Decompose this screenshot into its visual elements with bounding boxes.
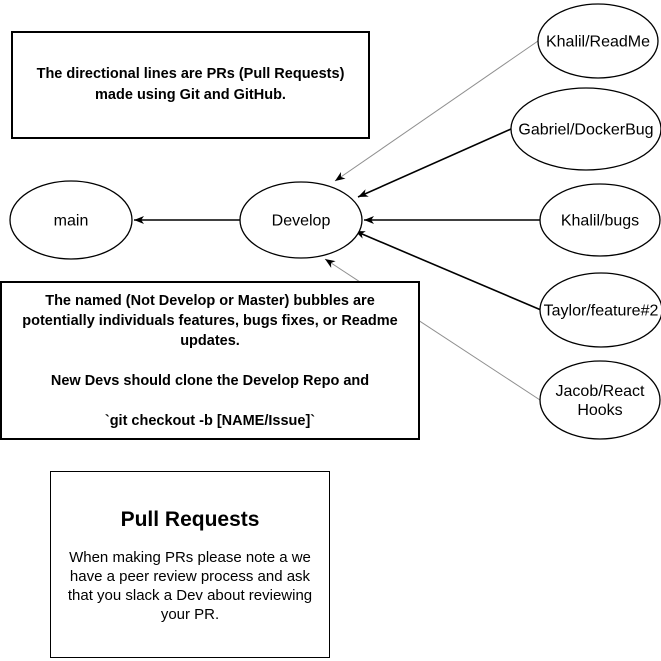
note-branch-explanation-text: The named (Not Develop or Master) bubble…	[22, 291, 398, 431]
node-label-taylor-feature2: Taylor/feature#2	[544, 303, 659, 320]
node-label-khalil-readme: Khalil/ReadMe	[546, 34, 650, 51]
note-pull-requests-title: Pull Requests	[120, 508, 260, 531]
text-line: your PR.	[160, 606, 220, 623]
text-line	[22, 391, 398, 411]
edge-khalil-readme-to-develop	[334, 40, 539, 182]
note-branch-explanation: The named (Not Develop or Master) bubble…	[0, 281, 420, 440]
node-jacob-react-hooks	[539, 360, 661, 440]
text-line: updates.	[180, 332, 240, 349]
text-line: have a peer review process and ask	[69, 568, 311, 585]
node-label-khalil-bugs: Khalil/bugs	[561, 213, 639, 230]
node-label-gabriel-dockerbug: Gabriel/DockerBug	[518, 122, 653, 139]
note-pull-requests: Pull Requests When making PRs please not…	[50, 471, 330, 658]
node-main	[9, 180, 133, 260]
text-line: New Devs should clone the Develop Repo a…	[50, 372, 370, 389]
text-line: When making PRs please note a we	[69, 549, 311, 566]
text-line: made using Git and GitHub.	[95, 87, 286, 103]
text-line: potentially individuals features, bugs f…	[22, 312, 398, 329]
text-line: `git checkout -b [NAME/Issue]`	[104, 412, 316, 429]
note-pr-explanation: The directional lines are PRs (Pull Requ…	[11, 31, 370, 139]
edge-gabriel-dockerbug-to-develop	[357, 128, 512, 198]
note-pull-requests-body: When making PRs please note a we have a p…	[51, 548, 329, 624]
note-pr-explanation-text: The directional lines are PRs (Pull Requ…	[37, 64, 345, 106]
text-line	[22, 351, 398, 371]
node-label-develop: Develop	[272, 213, 331, 230]
node-taylor-feature2	[539, 272, 661, 348]
text-line: The directional lines are PRs (Pull Requ…	[36, 66, 345, 82]
node-khalil-bugs	[539, 183, 661, 257]
node-label-main: main	[54, 213, 89, 230]
node-khalil-readme	[537, 3, 659, 79]
node-develop	[239, 181, 363, 259]
text-line: The named (Not Develop or Master) bubble…	[45, 292, 375, 309]
edge-taylor-feature2-to-develop	[354, 230, 542, 311]
node-gabriel-dockerbug	[510, 87, 661, 171]
text-line: that you slack a Dev about reviewing	[67, 587, 313, 604]
